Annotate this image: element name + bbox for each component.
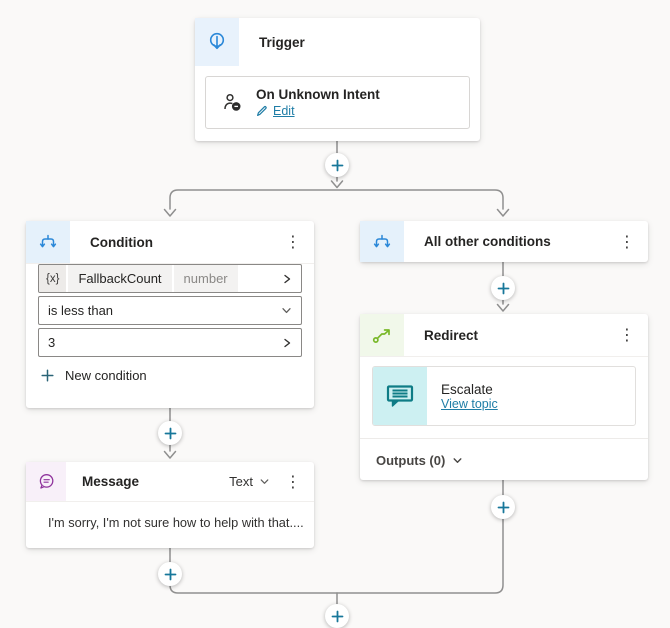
branch-condition-icon <box>26 221 70 263</box>
condition-value-field[interactable]: 3 <box>38 328 302 357</box>
chevron-down-icon[interactable] <box>272 304 301 317</box>
new-condition-label: New condition <box>65 368 147 383</box>
all-other-conditions-header: All other conditions ⋮ <box>360 221 648 262</box>
person-chat-icon <box>222 92 243 113</box>
message-mode-dropdown[interactable]: Text <box>229 474 270 489</box>
condition-node-header: Condition ⋮ <box>26 221 314 264</box>
message-node[interactable]: Message Text ⋮ I'm sorry, I'm not sure h… <box>26 462 314 548</box>
topic-title: Escalate <box>441 381 493 397</box>
new-condition-button[interactable]: New condition <box>41 368 147 383</box>
node-title: All other conditions <box>424 234 551 249</box>
chevron-right-icon[interactable] <box>273 273 301 285</box>
add-node-button-after-condition[interactable] <box>158 421 182 445</box>
operator-value: is less than <box>48 303 114 318</box>
message-body-text[interactable]: I'm sorry, I'm not sure how to help with… <box>48 515 304 530</box>
outputs-label: Outputs (0) <box>376 453 446 468</box>
edit-link[interactable]: Edit <box>273 104 295 118</box>
node-title: Trigger <box>259 34 305 50</box>
escalate-topic-icon <box>373 367 427 425</box>
chevron-down-icon <box>259 476 270 487</box>
branch-condition-icon <box>360 221 404 262</box>
variable-token-icon: {x} <box>39 265 67 292</box>
more-options-icon[interactable]: ⋮ <box>272 232 314 252</box>
condition-value: 3 <box>48 335 56 350</box>
more-options-icon[interactable]: ⋮ <box>272 472 314 492</box>
condition-node[interactable]: Condition ⋮ {x} FallbackCount number is … <box>26 221 314 408</box>
node-title: Message <box>82 474 140 489</box>
add-node-button-after-redirect[interactable] <box>491 495 515 519</box>
trigger-item-title: On Unknown Intent <box>256 87 380 102</box>
plus-icon <box>41 369 54 382</box>
more-options-icon[interactable]: ⋮ <box>606 232 648 252</box>
outputs-toggle[interactable]: Outputs (0) <box>360 438 648 482</box>
add-node-button-after-merge[interactable] <box>325 604 349 628</box>
trigger-node[interactable]: Trigger On Unknown Intent Edit <box>195 18 480 141</box>
add-node-button-after-message[interactable] <box>158 562 182 586</box>
condition-operator-dropdown[interactable]: is less than <box>38 296 302 325</box>
condition-variable-field[interactable]: {x} FallbackCount number <box>38 264 302 293</box>
redirect-node-header: Redirect ⋮ <box>360 314 648 357</box>
pencil-icon <box>256 105 268 117</box>
add-node-button-after-all-other[interactable] <box>491 276 515 300</box>
trigger-node-header: Trigger <box>195 18 480 66</box>
node-title: Redirect <box>424 327 479 343</box>
node-title: Condition <box>90 234 153 250</box>
more-options-icon[interactable]: ⋮ <box>606 325 648 345</box>
chevron-right-icon[interactable] <box>273 337 301 349</box>
mode-value: Text <box>229 474 253 489</box>
message-icon <box>26 462 66 501</box>
variable-name: FallbackCount <box>68 265 172 292</box>
view-topic-link[interactable]: View topic <box>441 396 498 411</box>
on-unknown-intent-card[interactable]: On Unknown Intent Edit <box>205 76 470 129</box>
add-node-button-after-trigger[interactable] <box>325 153 349 177</box>
message-node-header: Message Text ⋮ <box>26 462 314 502</box>
redirect-node[interactable]: Redirect ⋮ Escalate View topic Outputs (… <box>360 314 648 480</box>
all-other-conditions-node[interactable]: All other conditions ⋮ <box>360 221 648 262</box>
redirect-icon <box>360 314 404 356</box>
escalate-topic-card[interactable]: Escalate View topic <box>372 366 636 426</box>
variable-type: number <box>173 265 238 292</box>
trigger-icon <box>195 18 239 66</box>
chevron-down-icon <box>452 455 463 466</box>
